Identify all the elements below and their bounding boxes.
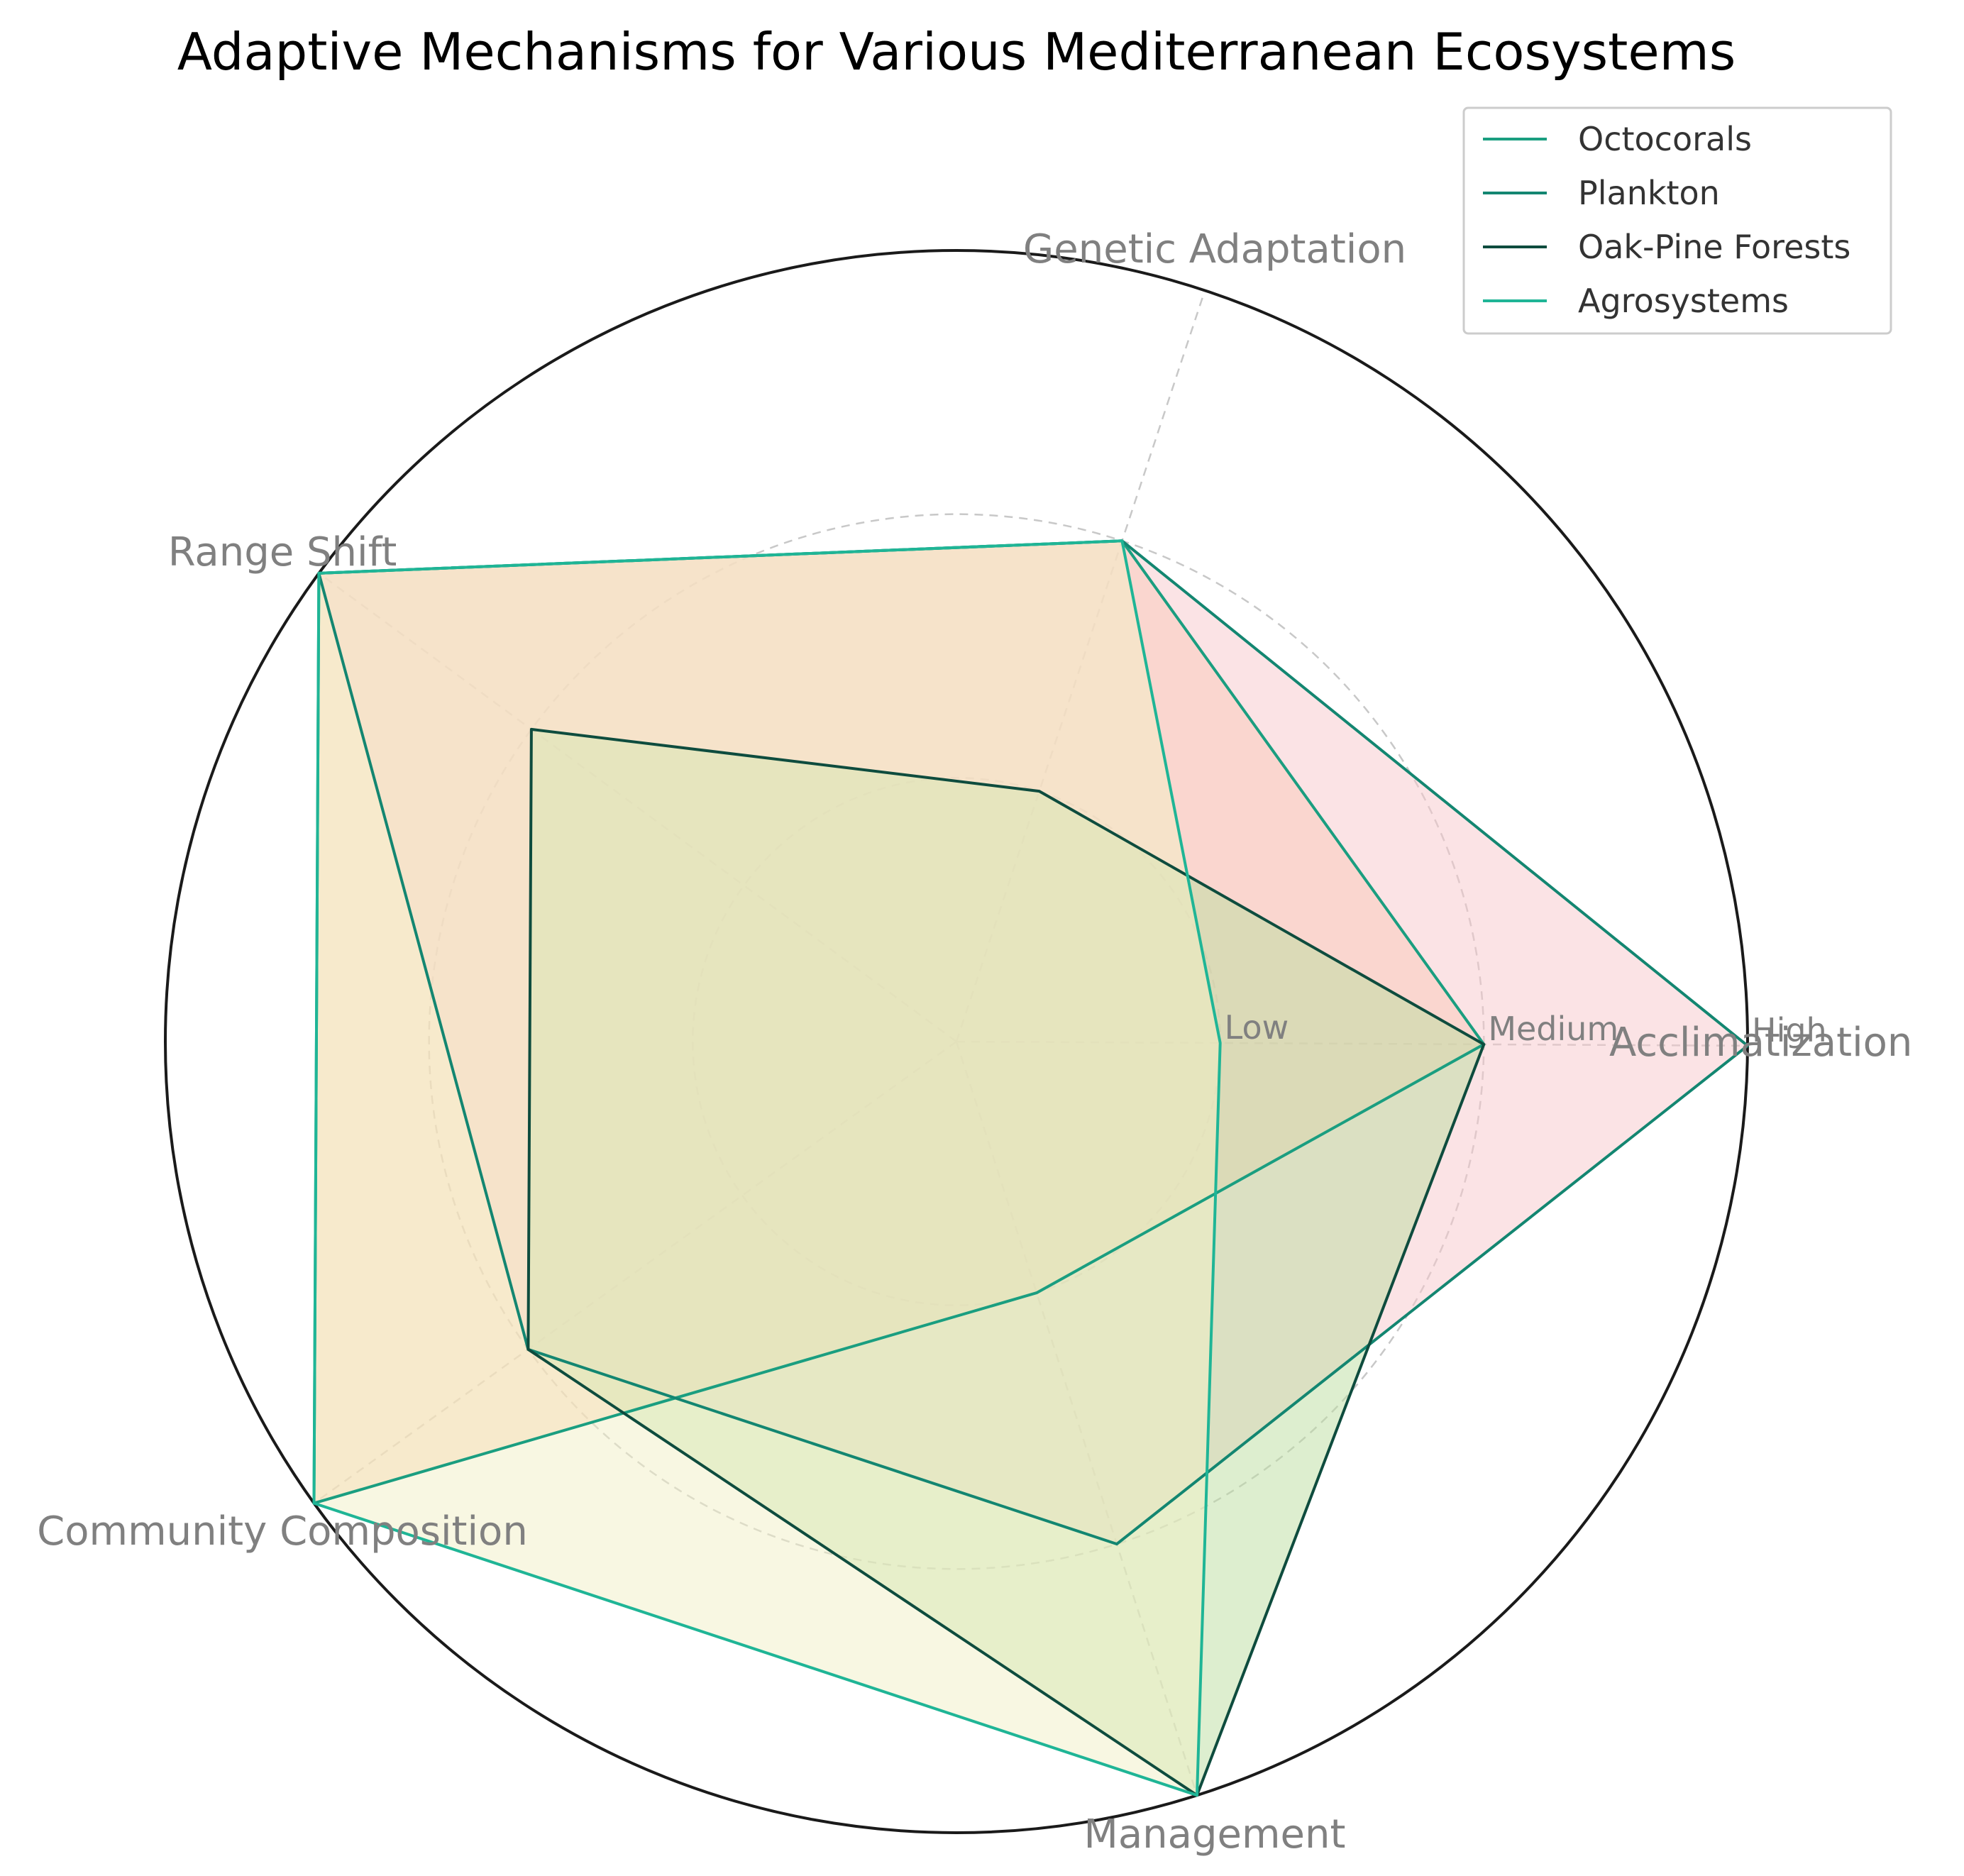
- tick-label: High: [1752, 1011, 1827, 1049]
- legend-label: Plankton: [1578, 174, 1720, 212]
- legend-box: [1462, 106, 1892, 335]
- radial-tick-labels: Low Medium High: [1225, 1008, 1827, 1049]
- axis-label: Genetic Adaptation: [1023, 226, 1406, 272]
- axis-label: Management: [1084, 1811, 1346, 1858]
- legend-label: Oak-Pine Forests: [1578, 228, 1850, 266]
- legend-label: Agrosystems: [1578, 282, 1789, 320]
- series-area-3: [314, 541, 1220, 1796]
- series-line-3: [312, 539, 1222, 1797]
- axis-label: Community Composition: [37, 1508, 528, 1555]
- legend-label: Octocorals: [1578, 120, 1752, 158]
- tick-label: Medium: [1488, 1010, 1618, 1048]
- chart-title: Adaptive Mechanisms for Various Mediterr…: [177, 22, 1736, 82]
- series-line-2: [526, 727, 1486, 1797]
- outer-frame: [164, 249, 1749, 1834]
- axis-label: Acclimatization: [1609, 1020, 1912, 1066]
- tick-label: Low: [1225, 1008, 1289, 1047]
- series-line-1: [317, 539, 1749, 1546]
- series-polygons: [312, 539, 1749, 1797]
- axis-label: Range Shift: [168, 529, 397, 575]
